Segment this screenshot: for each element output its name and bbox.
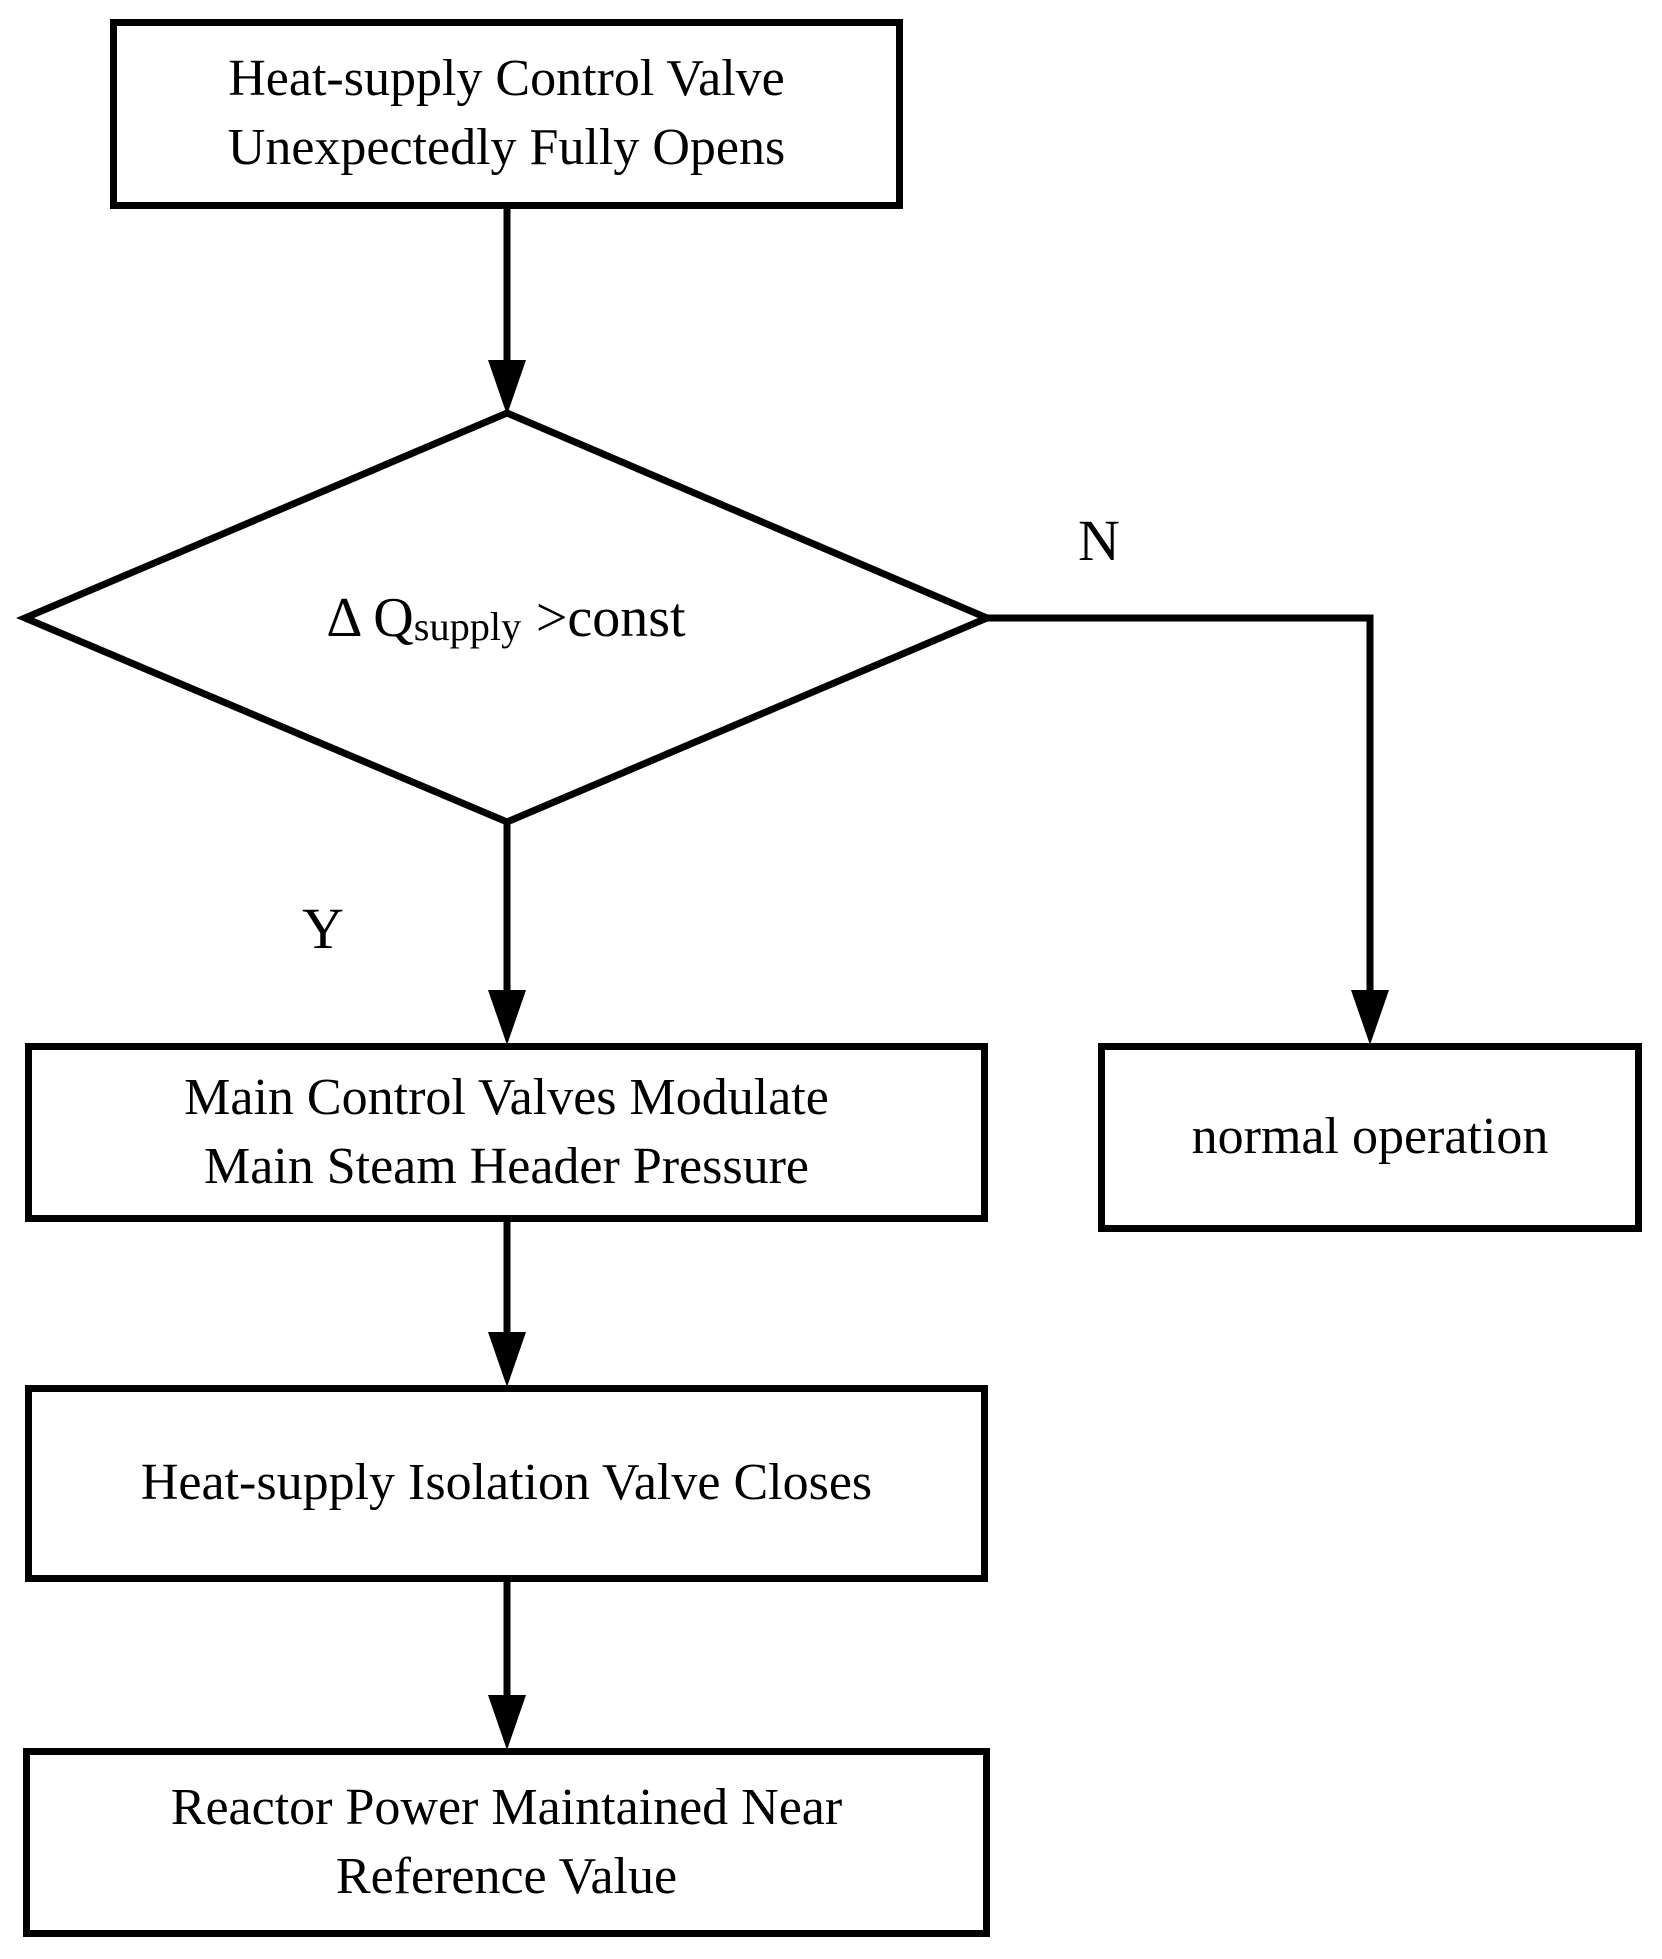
node-modulate-line1: Main Control Valves Modulate (184, 1068, 829, 1126)
arrow-modulate-to-isolate (488, 1219, 526, 1387)
node-reactor: Reactor Power Maintained Near Reference … (23, 1748, 990, 1937)
edge-label-no: N (1078, 508, 1120, 573)
node-normal-line1: normal operation (1191, 1108, 1549, 1166)
arrow-isolate-to-reactor (488, 1579, 526, 1750)
decision-prefix: Δ Q (326, 586, 414, 649)
node-reactor-line2: Reference Value (335, 1847, 678, 1905)
node-isolate: Heat-supply Isolation Valve Closes (25, 1385, 988, 1582)
edge-label-yes: Y (302, 896, 344, 961)
arrow-decision-to-normal-arrowhead (1351, 990, 1389, 1045)
node-reactor-line1: Reactor Power Maintained Near (170, 1778, 843, 1836)
decision-suffix: >const (535, 586, 686, 649)
decision-subscript: supply (413, 603, 522, 649)
arrow-modulate-to-isolate-arrowhead (488, 1332, 526, 1387)
node-start-line1: Heat-supply Control Valve (228, 50, 785, 108)
arrow-decision-to-normal (987, 614, 1389, 1045)
node-modulate: Main Control Valves Modulate Main Steam … (25, 1043, 988, 1222)
node-normal-operation: normal operation (1098, 1043, 1642, 1232)
arrow-start-to-decision (488, 209, 526, 415)
node-isolate-line1: Heat-supply Isolation Valve Closes (140, 1454, 873, 1512)
arrow-isolate-to-reactor-arrowhead (488, 1695, 526, 1750)
arrow-decision-to-modulate (488, 822, 526, 1045)
node-start-line2: Unexpectedly Fully Opens (227, 119, 786, 176)
arrow-start-to-decision-arrowhead (488, 360, 526, 415)
node-start: Heat-supply Control Valve Unexpectedly F… (110, 19, 903, 209)
arrow-decision-to-modulate-arrowhead (488, 990, 526, 1045)
node-modulate-line2: Main Steam Header Pressure (203, 1137, 810, 1195)
